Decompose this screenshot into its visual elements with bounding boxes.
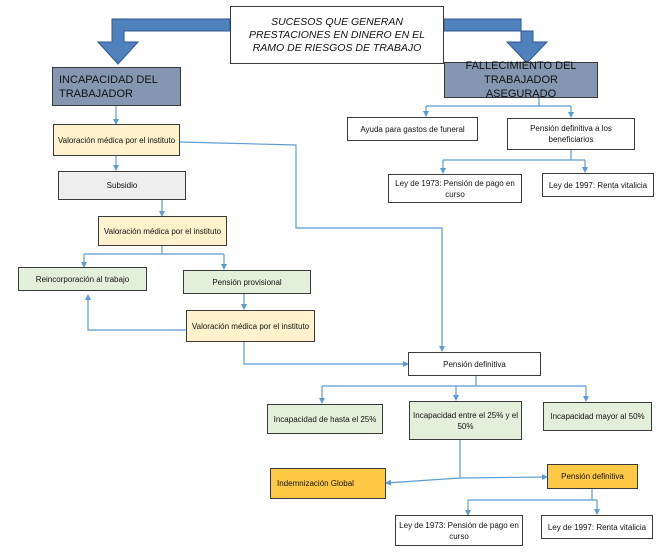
pension-provisional-box: Pensión provisional (183, 270, 311, 294)
ley-1997-right-box: Ley de 1997: Renta vitalicia (542, 173, 654, 197)
valoracion-medica-2: Valoración médica por el instituto (98, 216, 227, 246)
diagram-title: SUCESOS QUE GENERAN PRESTACIONES EN DINE… (230, 6, 444, 64)
left-block-arrow (96, 18, 231, 65)
indemnizacion-box: Indemnización Global (270, 468, 386, 499)
pension-definitiva-box: Pensión definitiva (408, 352, 541, 376)
reincorporacion-box: Reincorporación al trabajo (18, 267, 147, 291)
valoracion-medica-3: Valoración médica por el instituto (186, 310, 315, 342)
connector-valoracion2-split (84, 246, 224, 255)
connector-valoracion1-pension-definitiva (179, 141, 445, 352)
connector-right-header-split (426, 98, 571, 107)
subsidio-box: Subsidio (58, 171, 186, 200)
pension-beneficiarios-box: Pensión definitiva a los beneficiarios (507, 118, 635, 150)
connector-pension-benef-split (443, 150, 585, 161)
funeral-box: Ayuda para gastos de funeral (347, 117, 478, 141)
ley-1973-right-box: Ley de 1973: Pensión de pago en curso (388, 174, 522, 203)
connector-valoracion3-reincorporacion (85, 294, 186, 331)
connector-to-pension-definitiva2 (459, 474, 548, 481)
connector-to-indemnizacion (385, 477, 461, 486)
right-block-arrow (443, 18, 549, 64)
valoracion-medica-1: Valoración médica por el instituto (53, 124, 180, 156)
incapacidad-header: INCAPACIDAD DEL TRABAJADOR (52, 67, 181, 106)
fallecimiento-header: FALLECIMIENTO DEL TRABAJADOR ASEGURADO (444, 60, 598, 100)
ley-1997-bottom-box: Ley de 1997: Renta vitalicia (541, 515, 653, 539)
connector-valoracion3-pension-definitiva (243, 342, 409, 367)
incapacidad-25-box: Incapacidad de hasta el 25% (267, 404, 383, 434)
connector-pension-definitiva-split (322, 376, 586, 387)
incapacidad-50-box: Incapacidad mayor al 50% (543, 402, 652, 431)
pension-definitiva-2-box: Pensión definitiva (547, 464, 638, 489)
connector-pension-definitiva2-split (468, 489, 597, 501)
ley-1973-bottom-box: Ley de 1973: Pensión de pago en curso (395, 515, 523, 546)
incapacidad-25-50-box: Incapacidad entre el 25% y el 50% (409, 401, 522, 440)
